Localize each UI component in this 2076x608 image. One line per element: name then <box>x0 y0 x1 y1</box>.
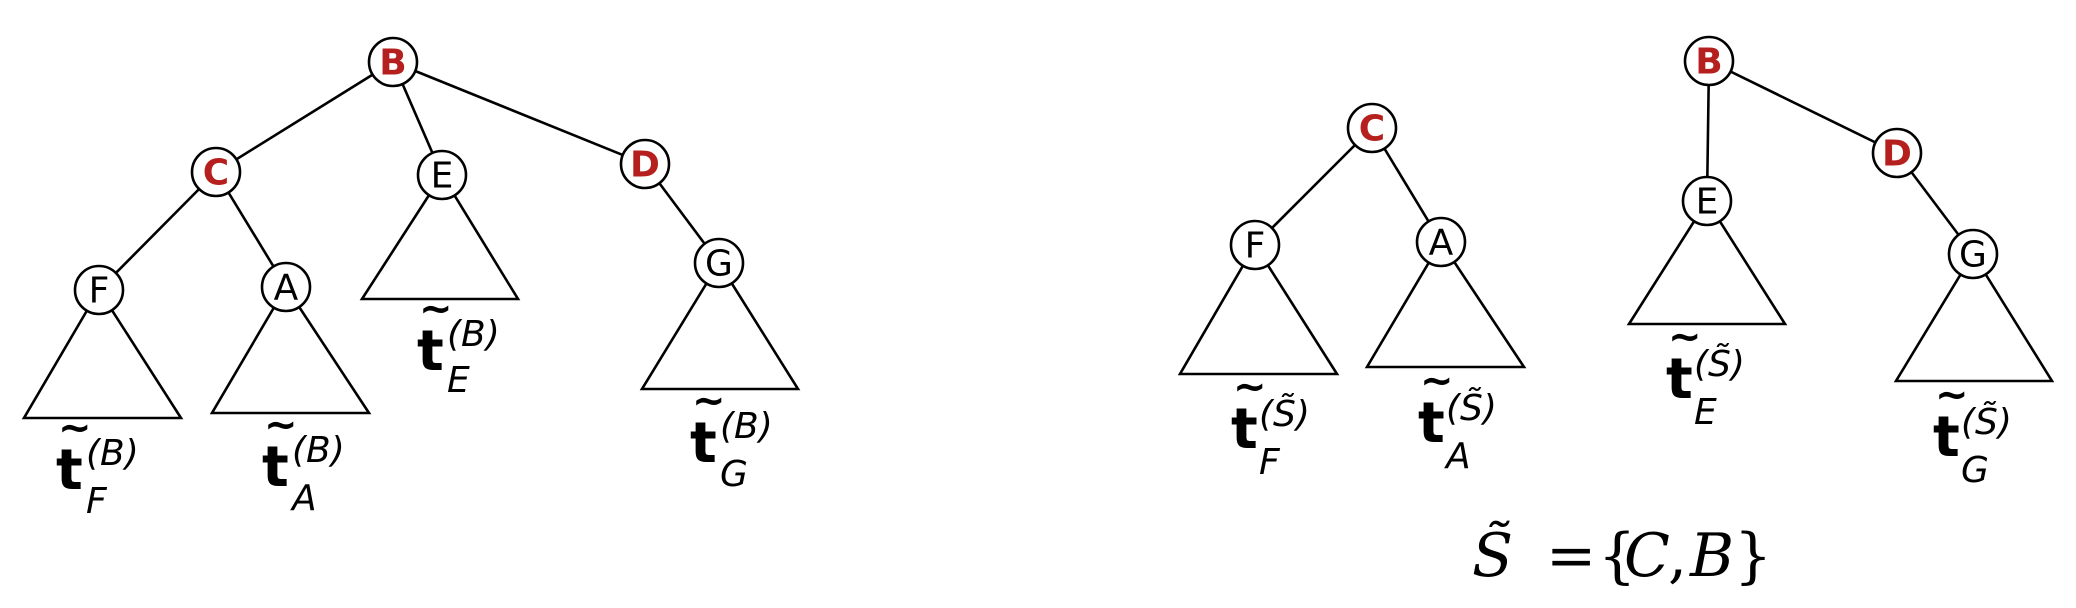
subtree-triangle-F <box>21 287 184 420</box>
edge-B-D-right <box>1708 59 1898 155</box>
svg-text:E: E <box>431 156 454 197</box>
set-element-b: B <box>1689 521 1734 591</box>
node-G: G <box>693 237 745 289</box>
svg-text:F: F <box>1245 226 1266 267</box>
edge-B-C <box>215 60 394 174</box>
subtree-triangle-G <box>639 260 801 391</box>
node-F-right: F <box>1229 219 1281 271</box>
svg-text:t: t <box>690 411 717 476</box>
equals-sign: = <box>1546 521 1596 591</box>
open-brace: { <box>1598 521 1636 591</box>
svg-text:C: C <box>1359 109 1385 150</box>
svg-text:(S̃): (S̃) <box>1259 393 1310 435</box>
set-comma: , <box>1668 521 1687 591</box>
svg-text:~: ~ <box>1935 372 1969 418</box>
subtree-triangle-F-right <box>1177 242 1340 376</box>
subtree-label-E: ~ t (B) E <box>417 286 500 401</box>
svg-text:E: E <box>1694 392 1717 433</box>
svg-text:t: t <box>1418 391 1445 456</box>
svg-text:A: A <box>1444 436 1471 477</box>
svg-text:t: t <box>1666 347 1693 412</box>
svg-text:~: ~ <box>264 402 298 448</box>
right-forest: C F A B E D G ~ t (S̃) <box>1177 35 2055 591</box>
svg-text:A: A <box>1429 223 1454 264</box>
svg-text:D: D <box>1882 134 1912 175</box>
svg-text:(B): (B) <box>86 433 139 474</box>
svg-text:G: G <box>705 244 733 285</box>
svg-text:t: t <box>1231 397 1258 462</box>
node-B: B <box>367 36 419 88</box>
subtree-triangle-A <box>209 284 372 415</box>
svg-text:G: G <box>720 454 748 495</box>
svg-text:t: t <box>1933 405 1960 470</box>
svg-text:(S̃): (S̃) <box>1694 343 1745 385</box>
subtree-label-F: ~ t (B) F <box>56 405 139 522</box>
svg-text:~: ~ <box>1668 314 1702 360</box>
svg-text:(B): (B) <box>720 406 773 447</box>
subtree-triangle-E <box>359 172 521 301</box>
edge-C-F-right <box>1254 127 1373 246</box>
svg-text:t: t <box>56 438 83 503</box>
node-D-right: D <box>1871 127 1923 179</box>
subtree-label-A: ~ t (B) A <box>262 402 345 519</box>
set-element-c: C <box>1624 521 1670 591</box>
svg-text:A: A <box>274 268 299 309</box>
svg-text:F: F <box>89 271 110 312</box>
svg-text:E: E <box>1696 182 1719 223</box>
node-A-right: A <box>1415 216 1467 268</box>
edge-C-F <box>98 171 217 291</box>
node-A: A <box>260 261 312 313</box>
svg-text:~: ~ <box>419 286 453 332</box>
svg-text:(B): (B) <box>292 430 345 471</box>
subtree-label-E-right: ~ t (S̃) E <box>1666 314 1745 433</box>
svg-text:t: t <box>417 319 444 384</box>
svg-text:C: C <box>203 153 229 194</box>
subtree-triangle-A-right <box>1364 239 1527 369</box>
svg-text:E: E <box>447 360 470 401</box>
node-G-right: G <box>1947 228 1999 280</box>
svg-text:~: ~ <box>58 405 92 451</box>
node-D: D <box>619 138 671 190</box>
svg-text:D: D <box>630 145 660 186</box>
edge-B-D <box>392 60 646 166</box>
svg-text:(B): (B) <box>447 314 500 355</box>
set-definition: S̃ = { C , B } <box>1472 520 1772 591</box>
node-C: C <box>190 146 242 198</box>
svg-text:~: ~ <box>1233 364 1267 410</box>
node-B-right: B <box>1683 35 1735 87</box>
left-tree: B C E D F A G ~ t (B) <box>21 36 801 522</box>
svg-text:~: ~ <box>692 378 726 424</box>
subtree-label-F-right: ~ t (S̃) F <box>1231 364 1310 483</box>
svg-text:B: B <box>1695 42 1722 83</box>
svg-text:(S̃): (S̃) <box>1446 387 1497 429</box>
node-E-right: E <box>1681 175 1733 227</box>
svg-text:(S̃): (S̃) <box>1961 401 2012 443</box>
close-brace: } <box>1734 521 1772 591</box>
subtree-triangle-G-right <box>1893 251 2055 383</box>
svg-text:t: t <box>262 435 289 500</box>
svg-text:G: G <box>1961 450 1989 491</box>
node-F: F <box>73 264 125 316</box>
subtree-label-G: ~ t (B) G <box>690 378 773 495</box>
svg-text:G: G <box>1959 235 1987 276</box>
subtree-label-G-right: ~ t (S̃) G <box>1933 372 2012 491</box>
node-E: E <box>416 149 468 201</box>
subtree-triangle-E-right <box>1626 198 1788 326</box>
svg-text:F: F <box>1259 442 1281 483</box>
svg-text:A: A <box>290 478 317 519</box>
node-C-right: C <box>1346 102 1398 154</box>
svg-text:~: ~ <box>1420 358 1454 404</box>
svg-text:B: B <box>379 43 406 84</box>
subtree-label-A-right: ~ t (S̃) A <box>1418 358 1497 477</box>
svg-text:F: F <box>86 481 108 522</box>
set-symbol: S̃ <box>1472 520 1513 591</box>
